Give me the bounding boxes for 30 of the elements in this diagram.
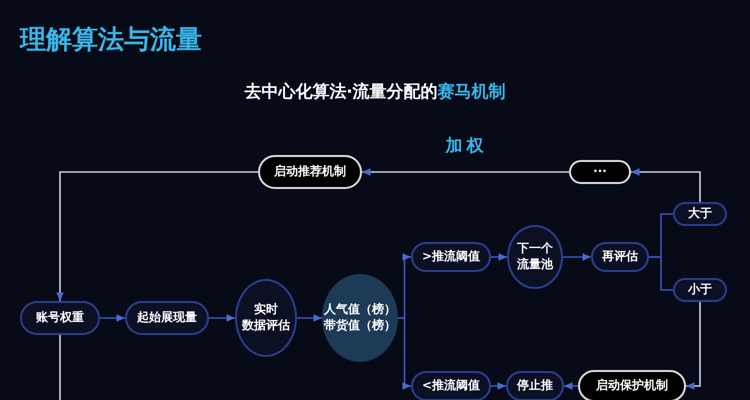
title: 理解算法与流量 <box>20 24 202 57</box>
arrow <box>209 314 235 322</box>
process-box: 起始展现量 <box>125 301 209 335</box>
process-box: ··· <box>569 160 631 184</box>
arrow <box>56 171 258 301</box>
process-box: 再评估 <box>591 242 649 272</box>
process-circle: 人气值（榜）带货值（榜） <box>322 274 398 362</box>
arrow <box>491 382 506 390</box>
process-box: 大于 <box>673 202 727 226</box>
process-box: 启动保护机制 <box>578 370 686 400</box>
subtitle: 去中心化算法·流量分配的赛马机制 <box>244 82 506 102</box>
arrow <box>491 253 507 261</box>
process-box: 小于 <box>673 278 727 302</box>
process-circle: 实时数据评估 <box>235 279 297 357</box>
process-box: >推流阈值 <box>411 242 491 272</box>
arrow <box>631 168 701 202</box>
arrow <box>362 168 569 176</box>
arrow <box>564 382 578 390</box>
process-box: 账号权重 <box>20 301 100 335</box>
connector-line <box>649 256 673 291</box>
arrow <box>297 314 322 322</box>
process-circle: 下一个流量池 <box>507 225 563 289</box>
arrow <box>100 314 125 322</box>
arrow <box>563 253 591 261</box>
arrow <box>398 317 411 390</box>
arrow <box>686 302 701 390</box>
process-box: 启动推荐机制 <box>258 155 362 189</box>
process-box: <推流阈值 <box>411 371 491 400</box>
connector-line <box>59 335 61 400</box>
process-box: 停止推 <box>506 371 564 400</box>
